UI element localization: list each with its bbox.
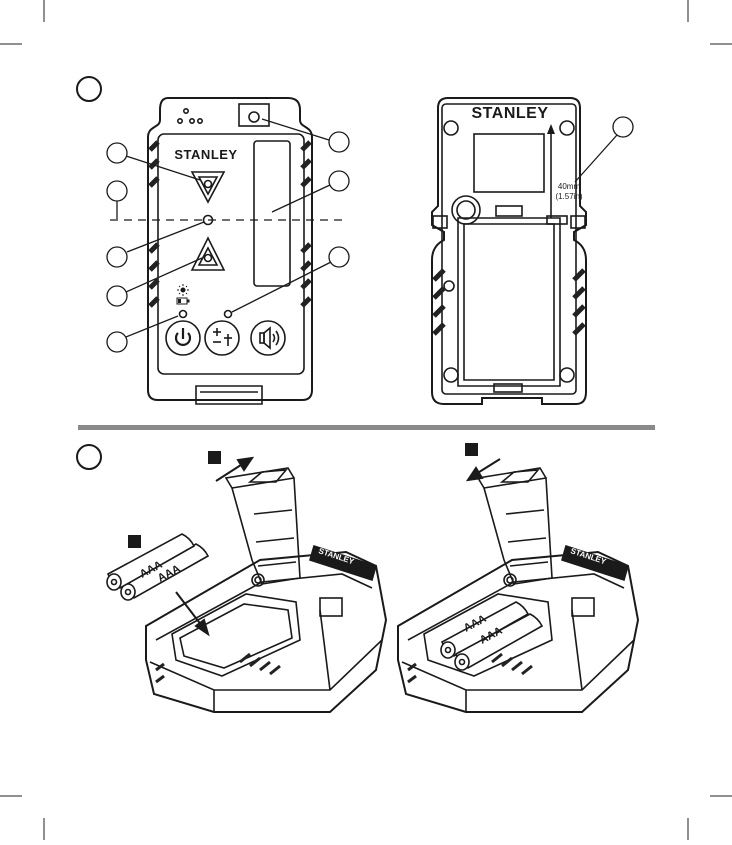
- open-lid-arrow-icon: [216, 458, 252, 481]
- back-hatching: [434, 270, 584, 334]
- battery-installed-device: [398, 468, 638, 712]
- back-measure-mm: 40mm: [558, 182, 581, 191]
- section-marker-1: [77, 77, 101, 101]
- back-arrow-head: [547, 124, 555, 134]
- section-marker-2: [77, 445, 101, 469]
- power-icon[interactable]: [176, 328, 190, 345]
- accuracy-icon[interactable]: [213, 328, 232, 346]
- detector-front: [148, 98, 312, 404]
- step-box-open: [208, 451, 221, 464]
- section-divider: [78, 425, 655, 430]
- step-box-close: [465, 443, 478, 456]
- brand-logo-front: STANLEY: [174, 147, 237, 162]
- battery-open-device: [146, 468, 386, 712]
- detector-back: [432, 98, 586, 404]
- brand-logo-back: STANLEY: [472, 105, 549, 122]
- speaker-icon[interactable]: [260, 328, 279, 348]
- step-box-battery: [128, 535, 141, 548]
- back-callout: [575, 117, 633, 182]
- battery-low-icon: [177, 298, 189, 304]
- back-measure-in: (1.57in): [555, 192, 582, 201]
- laser-sun-icon: [177, 284, 189, 296]
